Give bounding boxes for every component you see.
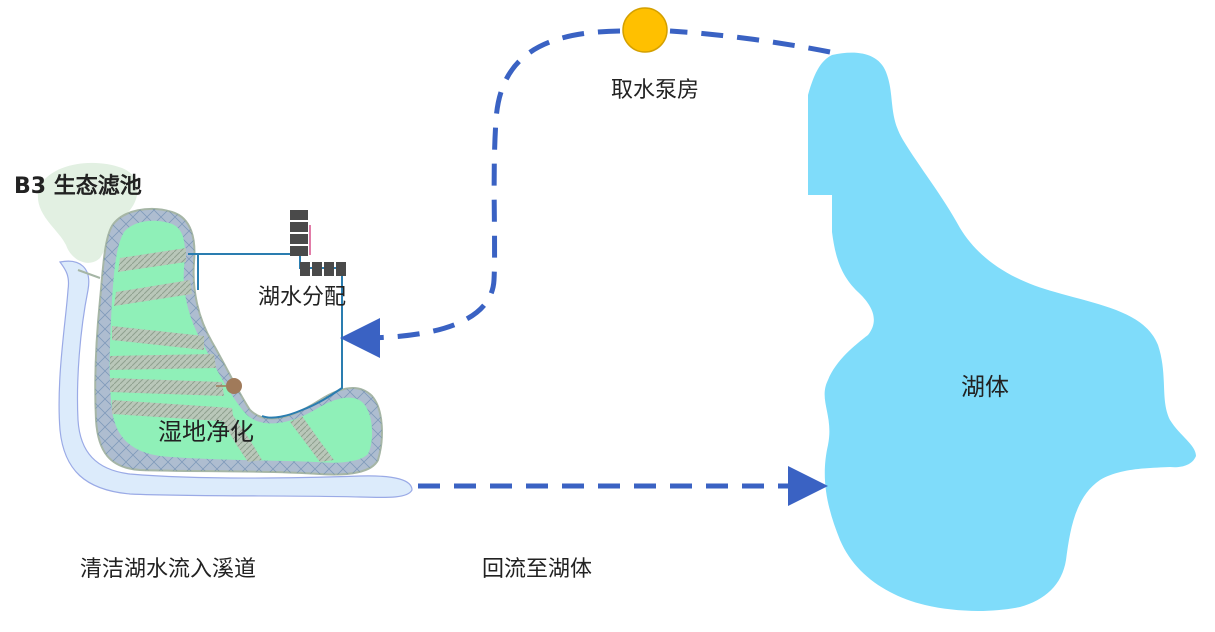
wetland-cells xyxy=(109,220,373,463)
wetland-dividers xyxy=(110,248,334,462)
pump-station-label: 取水泵房 xyxy=(611,78,699,103)
flow-lake-to-pump xyxy=(669,28,831,55)
stream-channel xyxy=(58,260,413,499)
lake-body xyxy=(808,52,1196,611)
filter-connector xyxy=(77,269,101,279)
wetland-label: 湿地净化 xyxy=(158,418,254,446)
flow-pump-to-distribution xyxy=(340,28,621,358)
filter-pool-label: B3 生态滤池 xyxy=(14,173,142,199)
valve-group xyxy=(290,210,346,276)
wetland-node xyxy=(226,378,242,394)
distribution-label: 湖水分配 xyxy=(258,285,346,310)
clean-water-stream-label: 清洁湖水流入溪道 xyxy=(80,557,256,582)
filter-pool xyxy=(37,162,138,263)
return-to-lake-label: 回流至湖体 xyxy=(482,557,592,582)
lake-label: 湖体 xyxy=(961,373,1009,401)
pump-station-icon xyxy=(622,7,668,53)
